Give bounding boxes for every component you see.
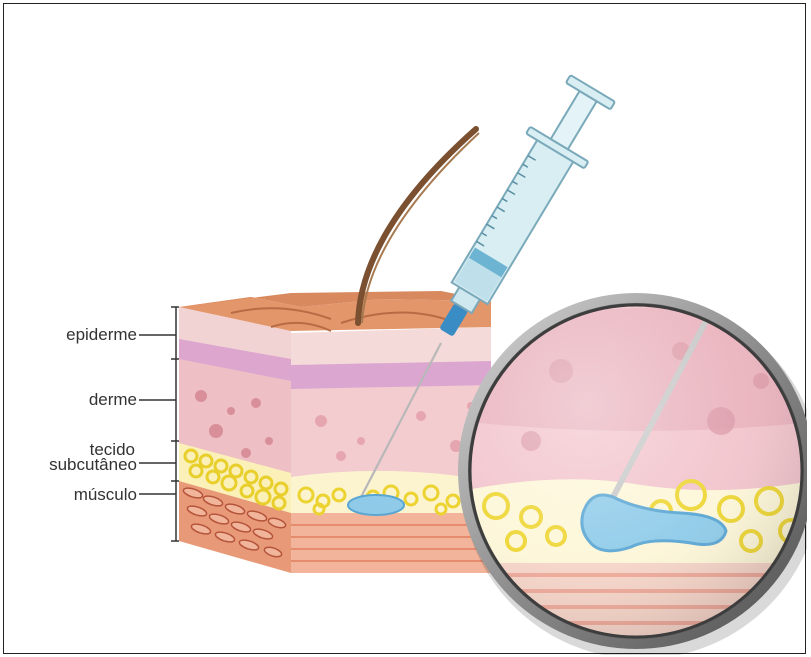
skin-block bbox=[179, 129, 491, 573]
label-derme: derme bbox=[89, 391, 137, 408]
muscle-front bbox=[291, 511, 491, 573]
fluid-deposit bbox=[348, 495, 404, 515]
figure-frame: epiderme derme tecido subcutâneo músculo bbox=[3, 3, 806, 654]
label-epiderme: epiderme bbox=[66, 326, 137, 343]
magnifier bbox=[458, 291, 807, 655]
plunger-rod bbox=[551, 91, 597, 149]
label-musculo: músculo bbox=[74, 486, 137, 503]
epidermis-front bbox=[291, 327, 491, 365]
label-leaders bbox=[139, 307, 179, 541]
label-subcutaneo: subcutâneo bbox=[49, 456, 137, 473]
